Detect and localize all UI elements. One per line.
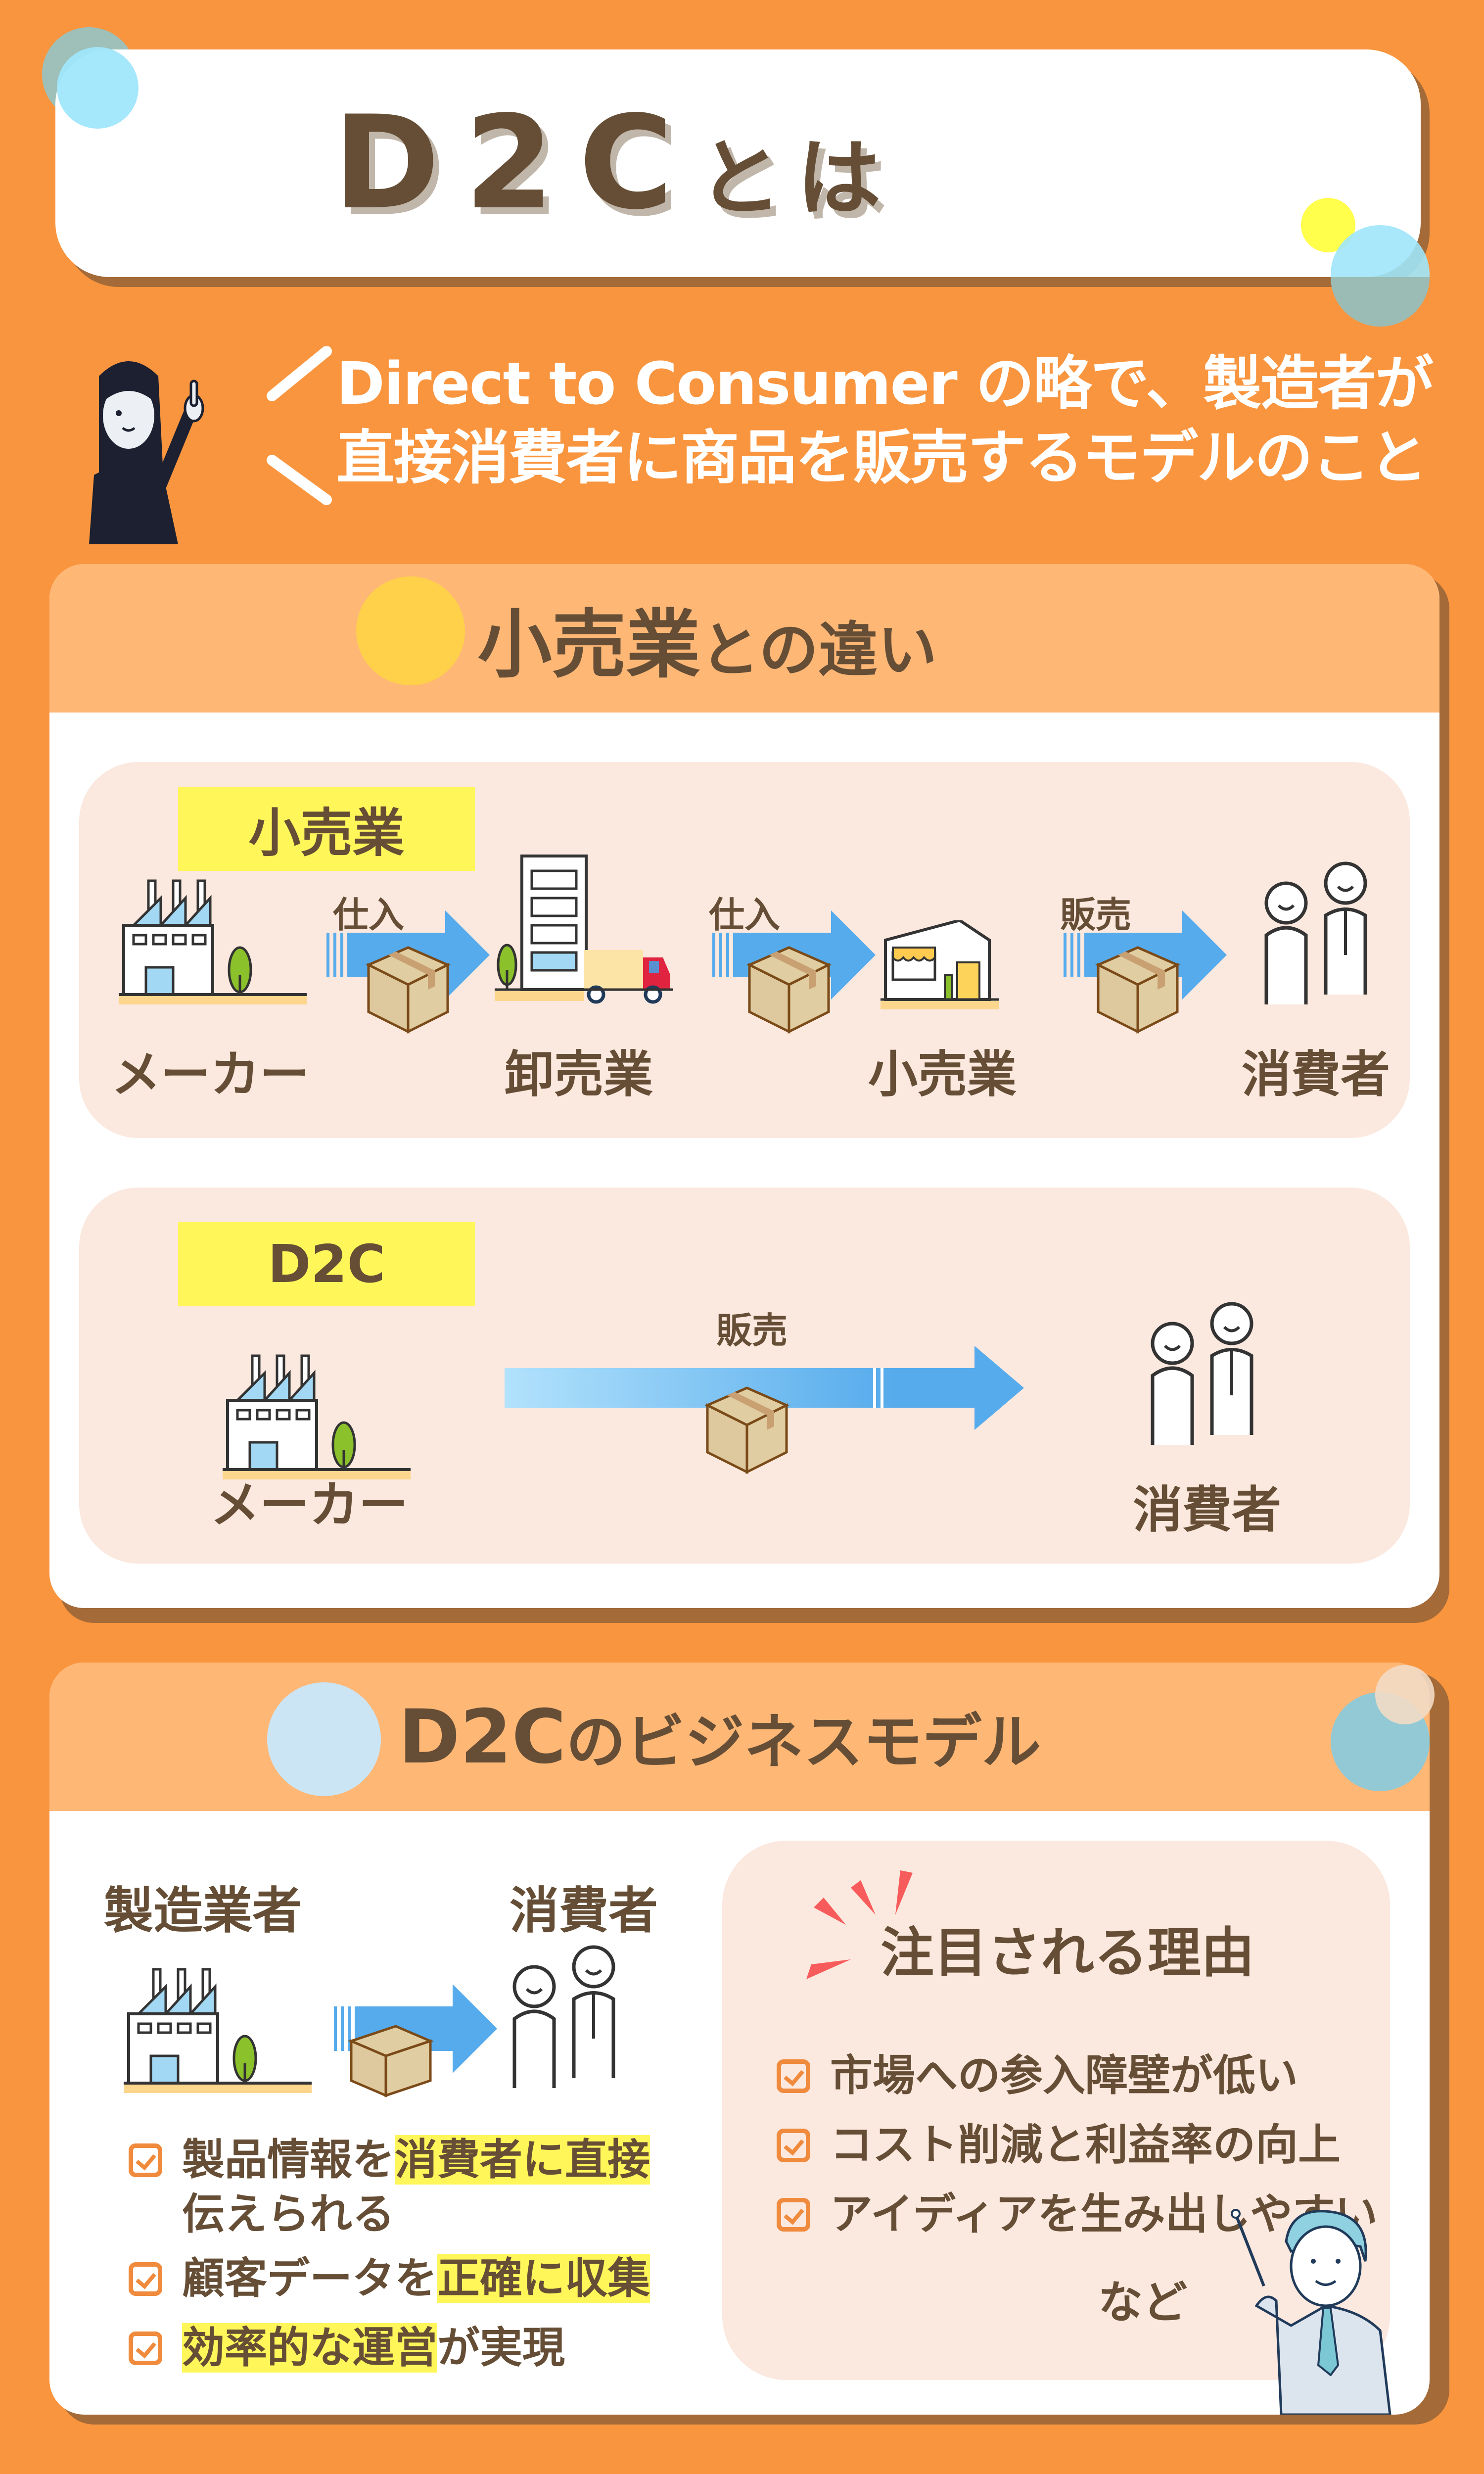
heading-main: 小売業 <box>477 602 700 688</box>
comparison-heading: 小売業との違い <box>478 585 937 692</box>
long-arrow-right-icon <box>505 1346 1024 1430</box>
speech-bracket-icon <box>267 346 332 505</box>
title-main: D2C <box>333 89 698 238</box>
title-card: D2Cとは <box>55 49 1421 277</box>
package-box-icon <box>704 1386 789 1475</box>
decor-bubble <box>1331 277 1430 327</box>
factory-icon <box>119 879 307 1004</box>
checkbox-icon <box>129 2262 162 2296</box>
comparison-header: 小売業との違い <box>49 564 1439 713</box>
reason-item-1: 市場への参入障壁が低い <box>777 2048 1298 2103</box>
page-title: D2Cとは <box>333 89 896 238</box>
point-highlight: 効率的な運営 <box>182 2323 437 2373</box>
package-box-icon <box>746 946 832 1034</box>
comparison-card: 小売業との違い 小売業 メーカー 仕入 <box>49 564 1439 1608</box>
heading-main: D2C <box>398 1694 566 1780</box>
woman-pointing-illustration <box>89 361 204 544</box>
bm-point-2: 顧客データを正確に収集 <box>129 2251 650 2306</box>
checkbox-icon <box>129 2331 162 2365</box>
package-box-icon <box>347 2025 434 2097</box>
retail-node-maker: メーカー <box>111 1046 309 1103</box>
definition-line-2: 直接消費者に商品を販売するモデルのこと <box>336 424 1428 492</box>
business-model-header: D2Cのビジネスモデル <box>49 1663 1430 1811</box>
bm-from-label: 製造業者 <box>104 1882 302 1940</box>
retail-node-consumer: 消費者 <box>1242 1046 1390 1103</box>
factory-icon <box>223 1354 411 1479</box>
checkbox-icon <box>777 2059 810 2093</box>
bm-to-label: 消費者 <box>510 1882 658 1940</box>
package-box-icon <box>366 946 451 1034</box>
reason-item-2: コスト削減と利益率の向上 <box>777 2118 1341 2172</box>
retail-arrow-label-3: 販売 <box>1060 894 1131 936</box>
heading-suffix: との違い <box>700 616 937 685</box>
business-model-heading: D2Cのビジネスモデル <box>399 1694 1041 1780</box>
bm-point-3: 効率的な運営が実現 <box>129 2321 565 2375</box>
bm-point-1: 製品情報を消費者に直接 伝えられる <box>129 2133 650 2241</box>
d2c-flow-panel: D2C メーカー 販売 <box>79 1188 1410 1564</box>
package-box-icon <box>1095 946 1180 1034</box>
decor-bubble <box>1375 1665 1435 1724</box>
retail-flow-panel: 小売業 メーカー 仕入 <box>79 762 1410 1138</box>
wholesale-building-icon <box>495 855 673 1004</box>
reason-text: コスト削減と利益率の向上 <box>830 2120 1341 2170</box>
consumers-icon <box>1264 861 1367 1004</box>
factory-icon <box>124 1968 312 2093</box>
emphasis-burst-icon <box>806 1870 913 1979</box>
definition-text: Direct to Consumer の略で、製造者が 直接消費者に商品を販売す… <box>336 346 1434 495</box>
decor-bubble <box>267 1682 381 1796</box>
definition-line-1: Direct to Consumer の略で、製造者が <box>336 349 1434 418</box>
title-suffix: とは <box>697 130 896 228</box>
reason-item-3: アイディアを生み出しやすい <box>777 2187 1378 2241</box>
heading-suffix: のビジネスモデル <box>566 1708 1041 1777</box>
point-text: 製品情報を <box>182 2135 395 2185</box>
checkbox-icon <box>129 2143 162 2177</box>
retail-node-retailer: 小売業 <box>868 1046 1017 1103</box>
consumers-icon <box>1151 1302 1253 1445</box>
reasons-etc: など <box>1098 2277 1187 2329</box>
retail-node-wholesale: 卸売業 <box>505 1046 653 1103</box>
d2c-node-maker: メーカー <box>210 1476 408 1534</box>
retail-arrow-label-2: 仕入 <box>708 894 780 936</box>
consumers-icon <box>512 1945 615 2088</box>
point-highlight: 消費者に直接 <box>395 2135 650 2185</box>
point-text: 顧客データを <box>182 2254 437 2303</box>
man-pointing-illustration <box>1231 2209 1391 2415</box>
business-model-card: D2Cのビジネスモデル 製造業者 消費者 <box>49 1663 1430 2415</box>
point-text: が実現 <box>437 2323 565 2373</box>
d2c-tag: D2C <box>178 1222 475 1306</box>
retail-shop-icon <box>881 920 999 1009</box>
reasons-panel: 注目される理由 市場への参入障壁が低い コスト削減と利益率の向上 アイディアを生… <box>722 1841 1390 2380</box>
checkbox-icon <box>777 2198 810 2232</box>
reasons-title: 注目される理由 <box>881 1922 1255 1984</box>
point-highlight: 正確に収集 <box>437 2254 650 2303</box>
d2c-arrow-label: 販売 <box>716 1310 788 1351</box>
reason-text: 市場への参入障壁が低い <box>830 2051 1298 2100</box>
point-text-line2: 伝えられる <box>182 2189 395 2239</box>
retail-arrow-label-1: 仕入 <box>332 894 404 936</box>
decor-bubble <box>57 47 139 129</box>
decor-bubble <box>356 576 465 685</box>
retail-tag: 小売業 <box>178 787 475 871</box>
d2c-node-consumer: 消費者 <box>1133 1481 1281 1539</box>
reason-text: アイディアを生み出しやすい <box>830 2189 1378 2239</box>
checkbox-icon <box>777 2129 810 2162</box>
